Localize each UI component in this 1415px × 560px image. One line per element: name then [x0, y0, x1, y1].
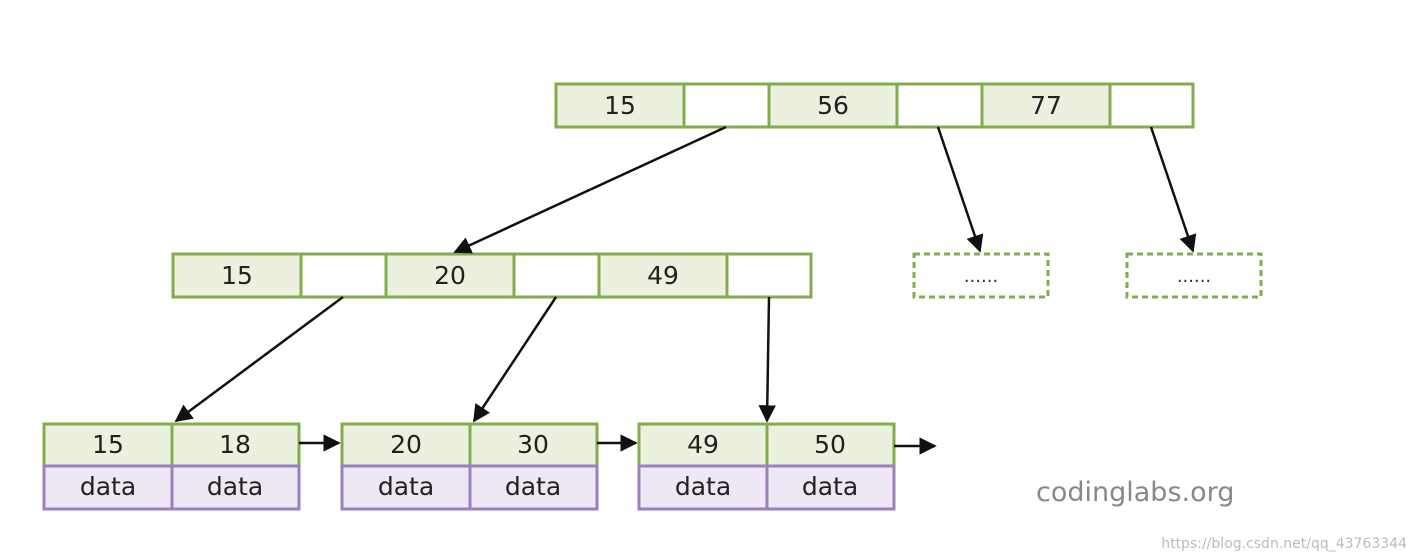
arrow-root-to-internal — [453, 125, 727, 254]
internal-key-2: 20 — [434, 261, 466, 290]
leaf-1-data-cell-2 — [170, 464, 301, 511]
leaf-1-data-1: data — [80, 472, 136, 501]
leaf-node-3: 49 50 data data — [637, 422, 896, 511]
leaf-node-2: 20 30 data data — [340, 422, 599, 511]
placeholder-ellipsis-1: ...... — [964, 266, 998, 287]
leaf-3-data-cell-2 — [765, 464, 896, 511]
placeholder-node-2: ...... — [1125, 252, 1263, 299]
leaf-1-key-2: 18 — [219, 430, 251, 459]
root-key-cell-1 — [554, 82, 686, 129]
leaf-2-key-2: 30 — [517, 430, 549, 459]
root-key-cell-2 — [767, 82, 899, 129]
leaf-3-key-cell-1 — [637, 422, 769, 468]
leaf-3-key-2: 50 — [814, 430, 846, 459]
leaf-3-data-cell-1 — [637, 464, 769, 511]
placeholder-ellipsis-2: ...... — [1177, 266, 1211, 287]
internal-key-cell-2 — [384, 252, 516, 299]
internal-pointer-cell-2 — [512, 252, 601, 299]
leaf-1-key-cell-2 — [170, 422, 301, 468]
arrow-root-to-placeholder-2 — [1149, 126, 1197, 253]
placeholder-node-1: ...... — [912, 252, 1050, 299]
arrow-internal-to-leaf-2 — [472, 296, 558, 423]
leaf-2-data-1: data — [378, 472, 434, 501]
internal-pointer-cell-1 — [299, 252, 388, 299]
brand-label: codinglabs.org — [1036, 477, 1234, 508]
leaf-node-1: 15 18 data data — [42, 422, 301, 511]
root-key-cell-3 — [980, 82, 1112, 129]
leaf-link-arrows — [299, 434, 937, 455]
watermark-label: https://blog.csdn.net/qq_43763344 — [1161, 536, 1407, 552]
arrow-root-to-placeholder-1 — [936, 126, 984, 253]
leaf-1-key-cell-1 — [42, 422, 174, 468]
root-pointer-cell-2 — [895, 82, 984, 129]
leaf-3-data-2: data — [802, 472, 858, 501]
root-key-3: 77 — [1030, 91, 1062, 120]
leaf-2-data-2: data — [505, 472, 561, 501]
placeholder-box-2 — [1125, 252, 1263, 299]
leaf-3-key-1: 49 — [687, 430, 719, 459]
leaf-2-data-cell-1 — [340, 464, 472, 511]
root-pointer-cell-1 — [682, 82, 771, 129]
leaf-3-data-1: data — [675, 472, 731, 501]
pointer-arrows — [174, 125, 1197, 423]
root-key-1: 15 — [604, 91, 636, 120]
leaf-2-key-1: 20 — [390, 430, 422, 459]
leaf-1-data-cell-1 — [42, 464, 174, 511]
placeholder-box-1 — [912, 252, 1050, 299]
leaf-2-data-cell-2 — [468, 464, 599, 511]
internal-node: 15 20 49 — [171, 252, 813, 299]
internal-key-1: 15 — [221, 261, 253, 290]
root-node: 15 56 77 — [554, 82, 1195, 129]
internal-key-3: 49 — [647, 261, 679, 290]
internal-pointer-cell-3 — [725, 252, 813, 299]
root-pointer-cell-3 — [1108, 82, 1195, 129]
leaf-1-key-1: 15 — [92, 430, 124, 459]
root-key-2: 56 — [817, 91, 849, 120]
arrow-internal-to-leaf-3 — [758, 296, 777, 423]
arrow-internal-to-leaf-1 — [174, 295, 344, 423]
leaf-1-data-2: data — [207, 472, 263, 501]
